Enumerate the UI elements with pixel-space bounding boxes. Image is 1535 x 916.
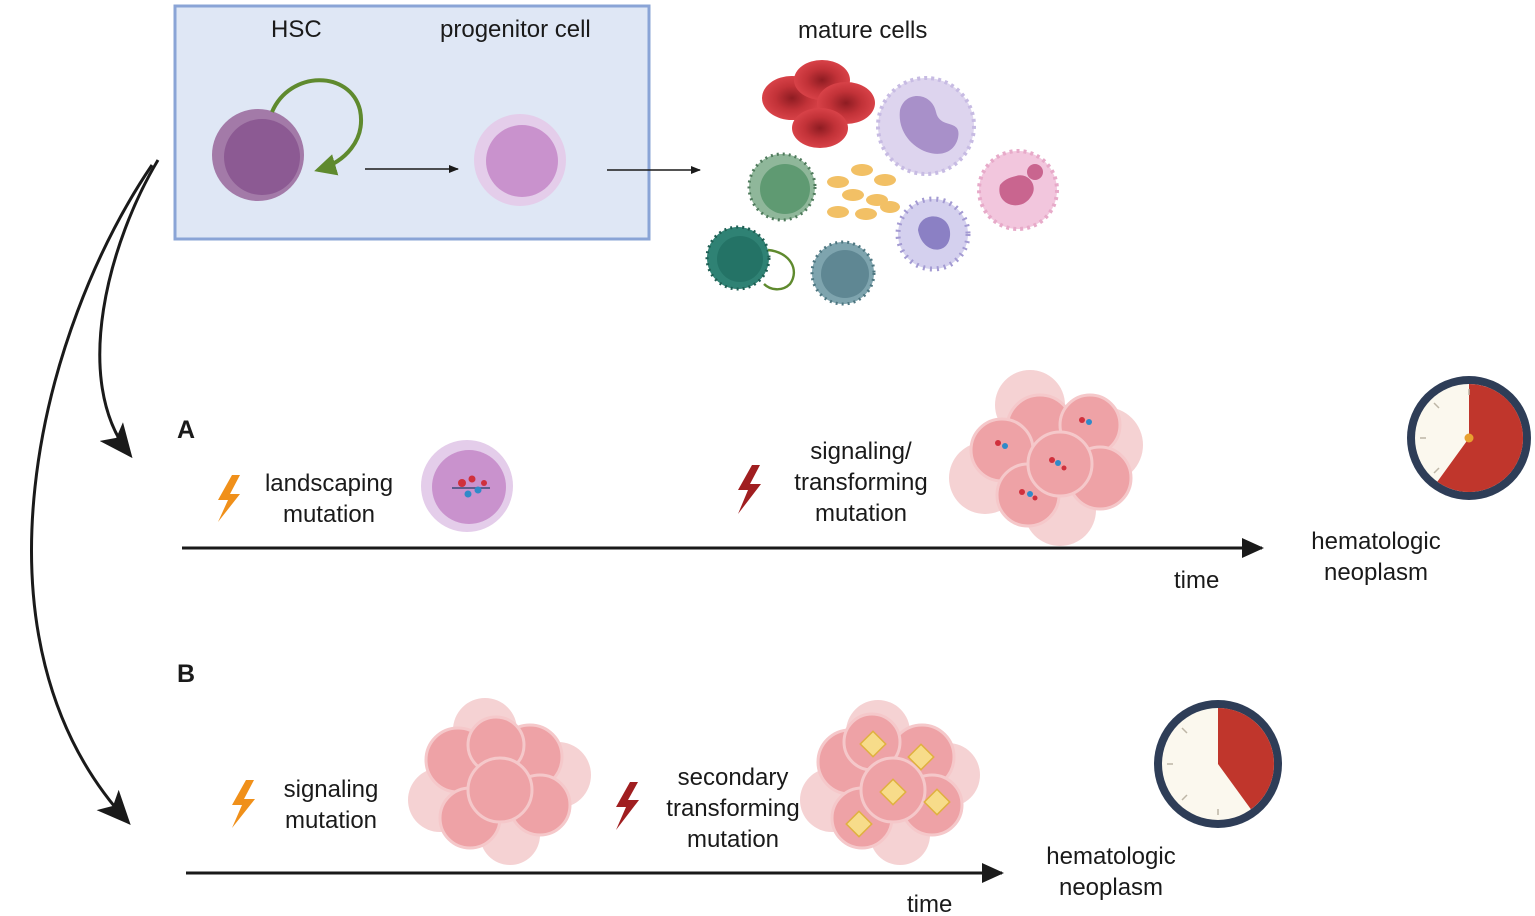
panel-a-landscaping-line1: landscaping (264, 470, 394, 497)
panel-b-transforming-bolt (616, 782, 639, 830)
panel-b-outcome-line1: hematologic (1046, 843, 1176, 870)
panel-b-secondary-label: secondary transforming mutation (650, 762, 816, 855)
panel-b-outcome-line2: neoplasm (1058, 874, 1164, 901)
blue-gray-cell (810, 240, 876, 306)
panel-a-landscaping-line2: mutation (282, 501, 376, 528)
curve-to-panel-a (98, 159, 160, 459)
panel-a-letter: A (177, 416, 196, 444)
panel-a-outcome-line1: hematologic (1311, 528, 1441, 555)
panel-b-signaling-label: signaling mutation (262, 774, 400, 836)
panel-b-secondary-line3: mutation (686, 826, 780, 853)
panel-a-transforming-line1: signaling/ (810, 438, 912, 465)
platelets (827, 164, 900, 220)
panel-b-signaling-bolt (232, 780, 255, 828)
curve-to-panel-b (30, 164, 154, 825)
mature-cells-label: mature cells (798, 17, 928, 44)
panel-b-secondary-line1: secondary (677, 764, 789, 791)
purple-cell (895, 196, 971, 272)
panel-b-time-label: time (907, 891, 953, 916)
self-renewal-arrow (270, 78, 364, 176)
panel-a-transforming-label: signaling/ transforming mutation (778, 436, 944, 529)
panel-b-signaling-line1: signaling (283, 776, 379, 803)
panel-a-mutated-hsc (421, 440, 513, 532)
panel-b-clock (1154, 700, 1282, 828)
panel-a-transforming-line3: mutation (814, 500, 908, 527)
panel-a-leukemic-clone (949, 370, 1143, 546)
monocyte (876, 76, 976, 176)
panel-a-landscaping-label: landscaping mutation (256, 468, 402, 530)
panel-b-signaling-line2: mutation (284, 807, 378, 834)
pink-granulocyte (977, 149, 1059, 231)
hsc-label: HSC (271, 16, 322, 43)
panel-b-clone (408, 698, 591, 865)
panel-b-outcome-label: hematologic neoplasm (1031, 841, 1191, 903)
progenitor-cell (474, 114, 566, 206)
panel-a-outcome-line2: neoplasm (1323, 559, 1429, 586)
red-blood-cells (762, 60, 875, 148)
mature-cells-cluster (705, 60, 1059, 306)
panel-b-secondary-line2: transforming (666, 795, 800, 822)
panel-a-landscaping-bolt (218, 475, 240, 522)
teal-memory-cell (705, 225, 796, 291)
progenitor-label: progenitor cell (440, 16, 591, 43)
hsc-cell (212, 109, 304, 201)
panel-a-transforming-line2: transforming (794, 469, 928, 496)
panel-a-outcome-label: hematologic neoplasm (1296, 526, 1456, 588)
panel-b-secondary-clone (800, 700, 980, 865)
panel-a-clock (1407, 376, 1531, 500)
green-lymphocyte (747, 152, 817, 222)
panel-a-time-label: time (1174, 567, 1220, 594)
panel-b-letter: B (177, 660, 196, 688)
panel-a-transforming-bolt (738, 465, 761, 514)
